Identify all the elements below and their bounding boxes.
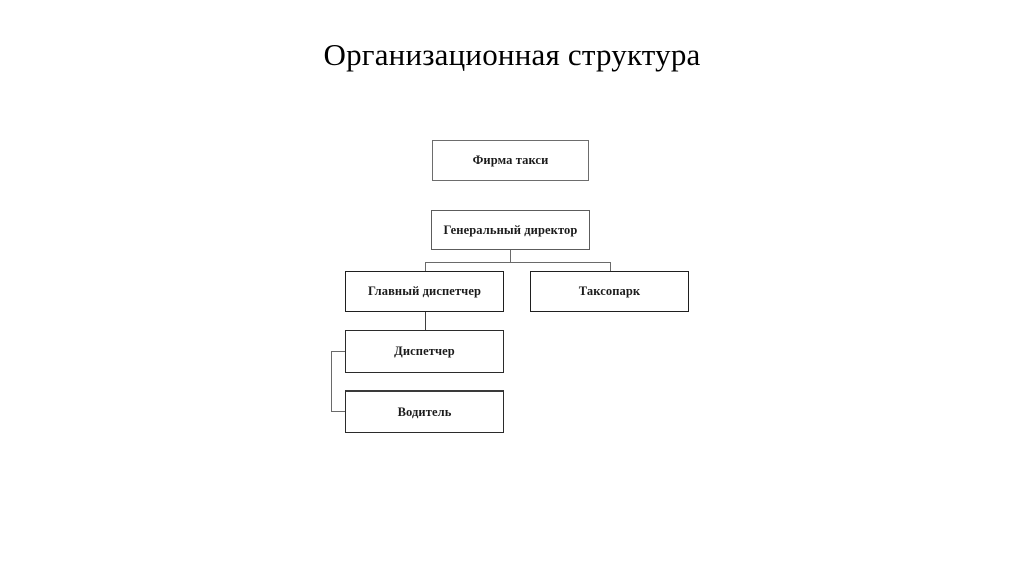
page-title: Организационная структура [323, 37, 701, 72]
org-node-dispatcher[interactable]: Диспетчер [345, 330, 504, 373]
connector-director-stub [510, 250, 511, 263]
org-node-chief-dispatcher-label: Главный диспетчер [367, 284, 482, 299]
connector-bracket-top [331, 351, 346, 352]
org-node-chief-dispatcher[interactable]: Главный диспетчер [345, 271, 504, 312]
org-node-firm-label: Фирма такси [472, 153, 549, 168]
org-node-driver[interactable]: Водитель [345, 390, 504, 433]
org-node-taxi-park-label: Таксопарк [578, 284, 641, 299]
connector-drop-chief-dispatcher [425, 262, 426, 272]
org-node-taxi-park[interactable]: Таксопарк [530, 271, 689, 312]
connector-chief-to-dispatcher [425, 312, 426, 331]
connector-bracket-bottom [331, 411, 346, 412]
org-node-driver-label: Водитель [397, 404, 452, 419]
org-node-firm[interactable]: Фирма такси [432, 140, 589, 181]
org-node-director[interactable]: Генеральный директор [431, 210, 590, 250]
connector-drop-taxi-park [610, 262, 611, 272]
org-node-dispatcher-label: Диспетчер [394, 344, 455, 359]
connector-level3-bus [425, 262, 611, 263]
org-node-director-label: Генеральный директор [443, 222, 578, 237]
connector-bracket-vertical [331, 351, 332, 412]
